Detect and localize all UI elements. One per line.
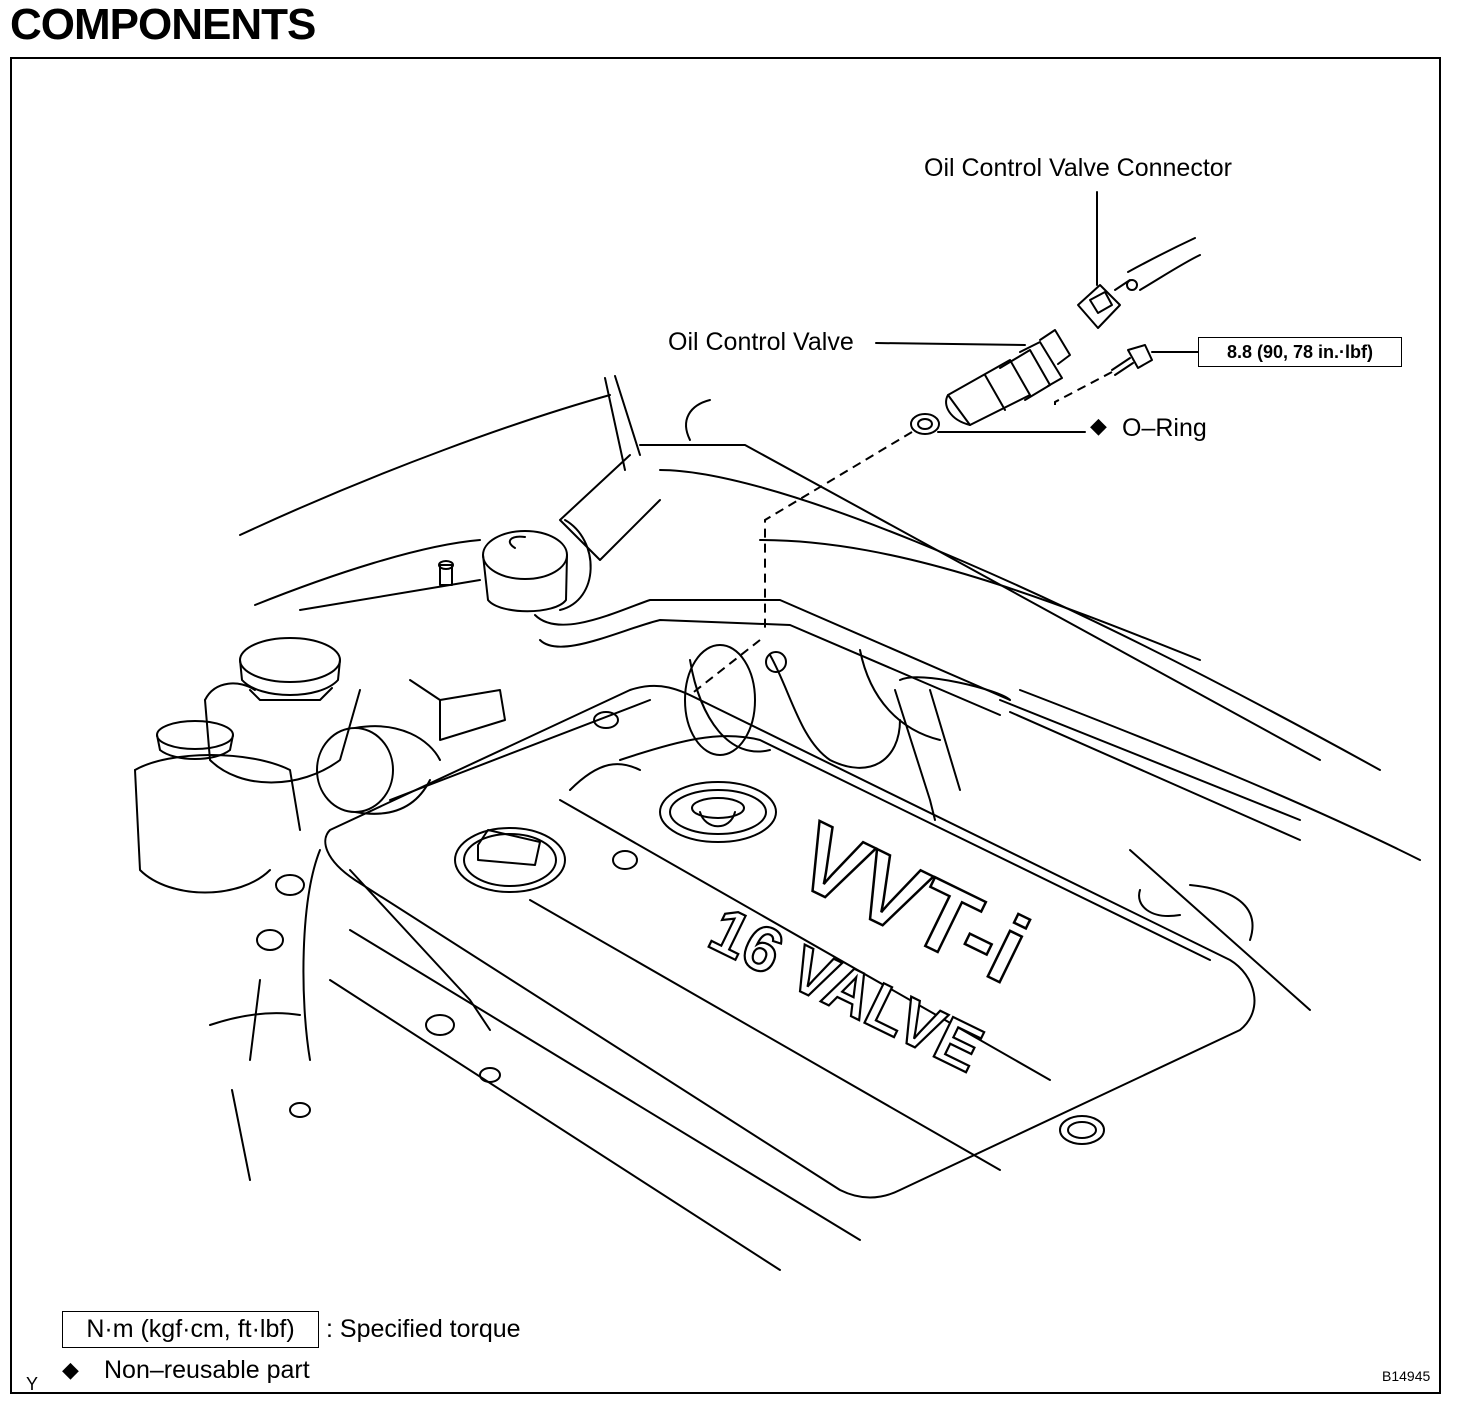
corner-mark: Y	[26, 1374, 39, 1394]
reservoir-caps	[134, 637, 361, 894]
rear-components	[684, 644, 1421, 861]
cam-cover	[302, 684, 1256, 1271]
oil-control-valve	[945, 329, 1071, 426]
label-oil-control-valve-connector: Oil Control Valve Connector	[924, 154, 1233, 182]
bolt	[1111, 344, 1153, 376]
o-ring	[910, 413, 940, 435]
page-title: COMPONENTS	[10, 0, 316, 49]
label-oil-control-valve: Oil Control Valve	[668, 328, 854, 356]
legend-torque-units: N·m (kgf·cm, ft·lbf)	[62, 1311, 319, 1348]
cover-lettering: VVT-i 16 VALVE	[698, 801, 1045, 1087]
legend-torque-description: : Specified torque	[326, 1315, 521, 1343]
strut-tower	[438, 519, 1011, 716]
right-background	[1129, 849, 1311, 1011]
torque-spec-box: 8.8 (90, 78 in.·lbf)	[1198, 337, 1402, 367]
diagram-frame	[10, 57, 1441, 1394]
leader-lines	[689, 191, 1199, 696]
label-o-ring: O–Ring	[1122, 414, 1207, 442]
legend-non-reusable-part: Non–reusable part	[104, 1356, 310, 1384]
intake-hose	[316, 679, 506, 815]
diamond-icon: ◆	[1090, 413, 1107, 438]
connector	[1077, 237, 1201, 329]
body-outline	[239, 375, 1381, 771]
cover-bolts	[209, 874, 501, 1181]
legend-diamond-icon: ◆	[62, 1357, 79, 1382]
figure-id: B14945	[1382, 1368, 1431, 1384]
